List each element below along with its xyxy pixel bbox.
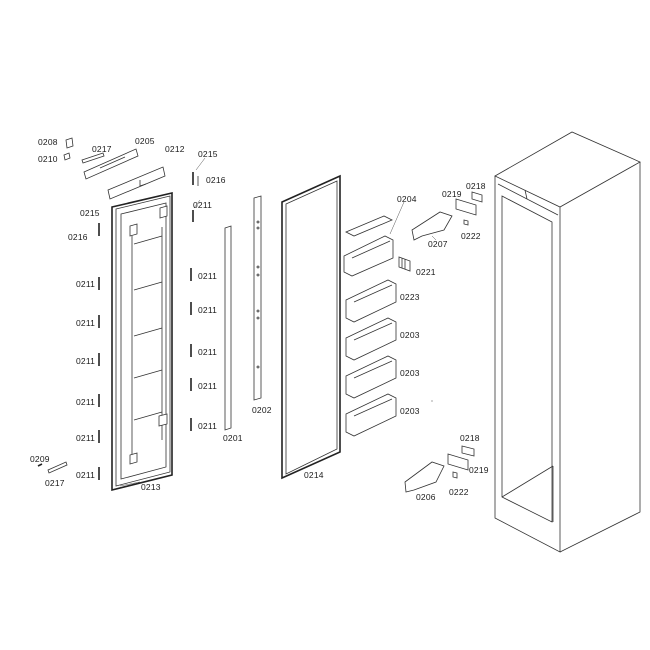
part-0221-insert (398, 256, 411, 272)
part-label: 0210 (38, 154, 58, 164)
part-0212-handle-cover (107, 166, 166, 200)
part-0213-door (111, 191, 173, 492)
part-label: 0216 (68, 232, 88, 242)
part-label: 0211 (198, 381, 218, 391)
part-0205-top-cover (83, 148, 139, 180)
part-label: 0219 (469, 465, 489, 475)
part-label: 0211 (76, 356, 96, 366)
part-0223-bin (345, 279, 397, 323)
part-label: 0204 (397, 194, 417, 204)
part-0207-upper-hinge (411, 211, 453, 241)
part-label: 0211 (198, 305, 218, 315)
part-label: 0206 (416, 492, 436, 502)
part-0204-bin-with-lid (343, 201, 405, 277)
part-label: 0215 (80, 208, 100, 218)
part-0218-upper-plate (471, 191, 483, 203)
part-label: 0205 (135, 136, 155, 146)
part-label: 0219 (442, 189, 462, 199)
part-0202-rail (253, 195, 262, 401)
part-0203-bin-3 (345, 393, 397, 437)
part-label: 0207 (428, 239, 448, 249)
part-label: 0215 (198, 149, 218, 159)
part-0215-0216-upper (192, 157, 206, 186)
part-label: 0203 (400, 368, 420, 378)
part-label: 0211 (76, 318, 96, 328)
part-label: 0222 (449, 487, 469, 497)
part-label: 0218 (460, 433, 480, 443)
part-label: 0213 (141, 482, 161, 492)
part-0214-door-seal (281, 174, 341, 480)
part-0208-cap (65, 137, 74, 149)
part-label: 0217 (45, 478, 65, 488)
part-label: 0211 (193, 200, 213, 210)
part-label: 0211 (198, 271, 218, 281)
part-label: 0217 (92, 144, 112, 154)
part-label: 0223 (400, 292, 420, 302)
part-label: 0221 (416, 267, 436, 277)
part-0219-upper-bracket (455, 198, 477, 216)
part-0218-lower-plate (461, 445, 475, 457)
part-label: 0214 (304, 470, 324, 480)
part-label: 0211 (76, 279, 96, 289)
part-label: 0201 (223, 433, 243, 443)
part-label: 0211 (76, 470, 96, 480)
part-label: 0212 (165, 144, 185, 154)
part-label: 0208 (38, 137, 58, 147)
part-0222-lower-pad (452, 471, 458, 479)
part-label: 0209 (30, 454, 50, 464)
part-label: 0218 (466, 181, 486, 191)
part-0222-upper-pad (463, 219, 469, 226)
part-label: 0211 (76, 433, 96, 443)
part-label: 0211 (198, 347, 218, 357)
part-0201-rail (224, 225, 232, 431)
cabinet-body (494, 131, 641, 553)
part-0219-lower-bracket (447, 453, 469, 471)
part-label: 0222 (461, 231, 481, 241)
part-label: 0216 (206, 175, 226, 185)
part-0203-bin-2 (345, 355, 397, 399)
part-0206-lower-hinge (404, 461, 445, 493)
part-0211-right-column (190, 199, 201, 431)
part-label: 0211 (198, 421, 218, 431)
part-label: 0202 (252, 405, 272, 415)
part-0203-bin-1 (345, 317, 397, 361)
part-label: 0203 (400, 406, 420, 416)
part-0209-0217-bottom (37, 461, 68, 474)
part-0217-bar (81, 152, 105, 164)
part-label: 0203 (400, 330, 420, 340)
part-0210-clip (63, 152, 71, 161)
part-label: 0211 (76, 397, 96, 407)
